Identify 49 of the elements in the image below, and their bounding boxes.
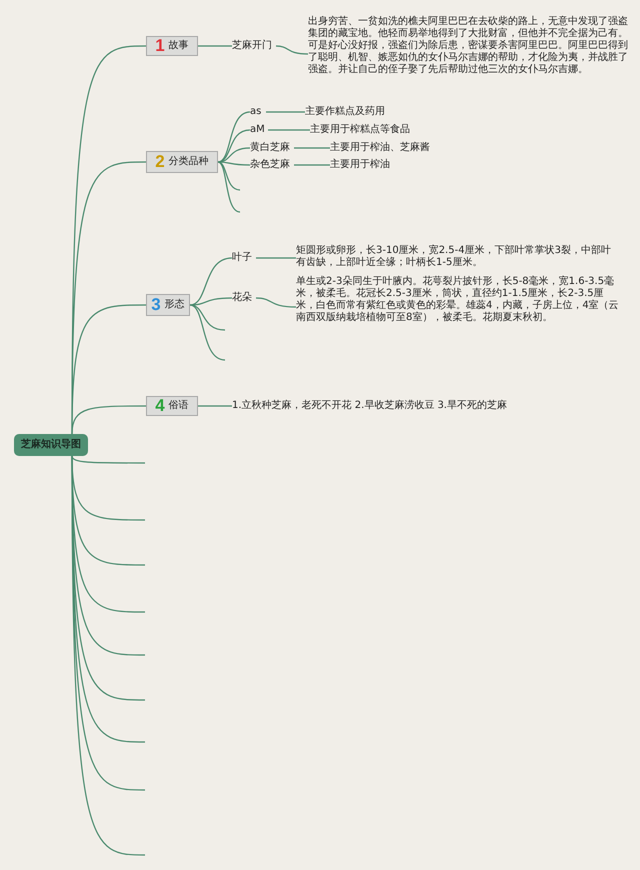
connector-line: [198, 45, 232, 47]
connector-line: [198, 405, 232, 407]
connector-line: [276, 45, 308, 55]
branch-box: [146, 151, 218, 173]
connector-line: [256, 257, 296, 259]
connector-line: [71, 405, 146, 434]
branch-label: 故事: [168, 40, 189, 52]
branch-box: [146, 294, 190, 316]
branch-label: 形态: [164, 299, 185, 311]
connector-line: [268, 129, 310, 131]
topic-label: as: [250, 104, 266, 120]
topic-label: 主要用于榨油: [330, 157, 394, 173]
connector-line: [294, 147, 330, 149]
branch-line: [71, 456, 146, 856]
branch-box: [146, 36, 198, 56]
connector-line: [294, 164, 330, 166]
branch-line: [190, 304, 226, 331]
root-topic: 芝麻知识导图: [14, 434, 88, 456]
topic-label: 叶子: [232, 250, 256, 266]
branch-label: 俗语: [168, 400, 189, 412]
branch-number: 1: [155, 37, 165, 55]
topic-label: 黄白芝麻: [250, 140, 294, 156]
branch-box: [146, 396, 198, 416]
connector-line: [256, 297, 296, 308]
topic-label: 芝麻开门: [232, 38, 276, 54]
connector-line: [266, 111, 305, 113]
branch-number: 3: [151, 296, 161, 314]
branch-line: [218, 161, 240, 191]
connector-line: [218, 129, 250, 163]
connector-line: [190, 257, 232, 306]
description-text: 出身穷苦、一贫如洗的樵夫阿里巴巴在去砍柴的路上，无意中发现了强盗集团的藏宝地。他轻而易举地得到了大批财富，但他并不完全据为己有。可是好心没好报，强盗们为除后患，密谋要杀害阿里巴巴。阿里巴巴得到了聪明、机智、嫉恶如仇的女仆马尔吉娜的帮助，才化险为夷，并战胜了强盗。并让自己的侄子娶了先后帮助过他三次的女仆马尔吉娜。: [308, 16, 632, 92]
topic-label: 杂色芝麻: [250, 157, 294, 173]
connector-line: [218, 161, 250, 166]
description-text: 矩圆形或卵形，长3-10厘米，宽2.5-4厘米，下部叶常掌状3裂，中部叶有齿缺，上部叶近全缘；叶柄长1-5厘米。: [296, 245, 620, 271]
topic-label: aM: [250, 122, 268, 138]
connector-line: [218, 147, 250, 163]
branch-line: [218, 161, 240, 213]
topic-label: 主要用于榨糕点等食品: [310, 122, 414, 138]
topic-label: 1.立秋种芝麻，老死不开花 2.早收芝麻涝收豆 3.旱不死的芝麻: [232, 398, 572, 414]
description-text: 单生或2-3朵同生于叶腋内。花萼裂片披针形，长5-8毫米，宽1.6-3.5毫米，被柔毛。花冠长2.5-3厘米，筒状，直径约1-1.5厘米，长2-3.5厘米，白色而常有紫红色或黄色的彩晕。雄蕊4，内藏，子房上位，4室（云南西双版纳栽培植物可至8室），被柔毛。花期夏末秋初。: [296, 276, 620, 338]
topic-label: 花朵: [232, 290, 256, 306]
connector-line: [218, 111, 250, 163]
branch-label: 分类品种: [168, 156, 209, 168]
topic-label: 主要用于榨油、芝麻酱: [330, 140, 434, 156]
branch-line: [71, 456, 145, 464]
branch-number: 4: [155, 397, 165, 415]
branch-number: 2: [155, 153, 165, 171]
branch-line: [190, 304, 226, 361]
topic-label: 主要作糕点及药用: [305, 104, 397, 120]
